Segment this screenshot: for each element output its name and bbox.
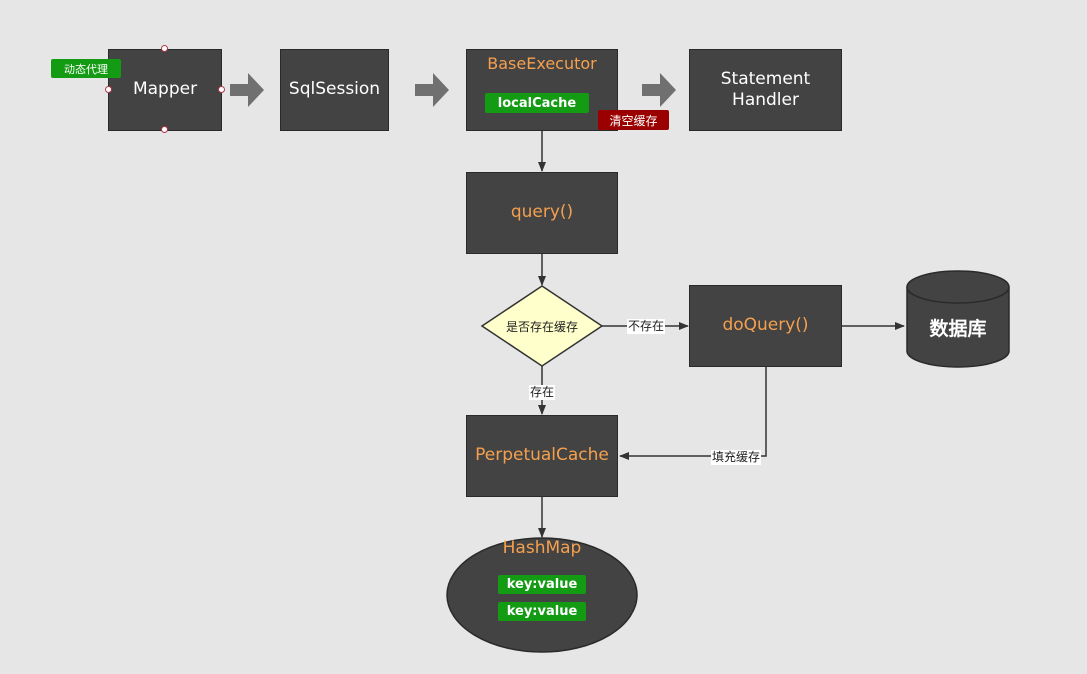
base-executor-label: BaseExecutor — [487, 54, 597, 73]
edge-label-exist: 存在 — [529, 385, 556, 400]
block-arrow-2 — [415, 73, 449, 107]
hashmap-ellipse[interactable] — [446, 537, 638, 653]
perpetual-cache-label: PerpetualCache — [475, 445, 609, 466]
query-node[interactable]: query() — [466, 172, 618, 254]
sqlsession-node[interactable]: SqlSession — [280, 49, 389, 131]
perpetual-cache-node[interactable]: PerpetualCache — [466, 415, 618, 497]
hashmap-entry-1: key:value — [498, 575, 586, 594]
sqlsession-label: SqlSession — [288, 79, 381, 100]
base-executor-node[interactable]: BaseExecutor — [466, 49, 618, 131]
dynamic-proxy-tag: 动态代理 — [51, 59, 121, 78]
edge-doquery-to-perpetualcache — [619, 367, 767, 460]
decision-diamond[interactable] — [480, 285, 604, 367]
local-cache-tag: localCache — [485, 93, 589, 113]
doquery-node[interactable]: doQuery() — [689, 285, 842, 367]
mapper-label: Mapper — [132, 79, 198, 100]
edge-label-fill-cache: 填充缓存 — [711, 450, 762, 465]
hashmap-label: HashMap — [502, 538, 582, 558]
edge-label-not-exist: 不存在 — [627, 319, 666, 334]
database-cylinder[interactable] — [906, 270, 1010, 368]
selection-handle-bottom[interactable] — [161, 126, 168, 133]
clear-cache-tag: 清空缓存 — [598, 110, 669, 130]
hashmap-entry-2: key:value — [498, 602, 586, 621]
selection-handle-right[interactable] — [218, 86, 225, 93]
block-arrow-1 — [230, 73, 264, 107]
decision-label: 是否存在缓存 — [505, 320, 578, 334]
statement-handler-node[interactable]: Statement Handler — [689, 49, 842, 131]
mapper-node[interactable]: Mapper — [108, 49, 222, 131]
selection-handle-top[interactable] — [161, 45, 168, 52]
selection-handle-left[interactable] — [105, 86, 112, 93]
doquery-label: doQuery() — [722, 315, 809, 336]
statement-handler-label: Statement Handler — [720, 68, 811, 110]
query-label: query() — [510, 202, 574, 223]
block-arrow-3 — [642, 73, 676, 107]
database-label: 数据库 — [929, 318, 987, 340]
